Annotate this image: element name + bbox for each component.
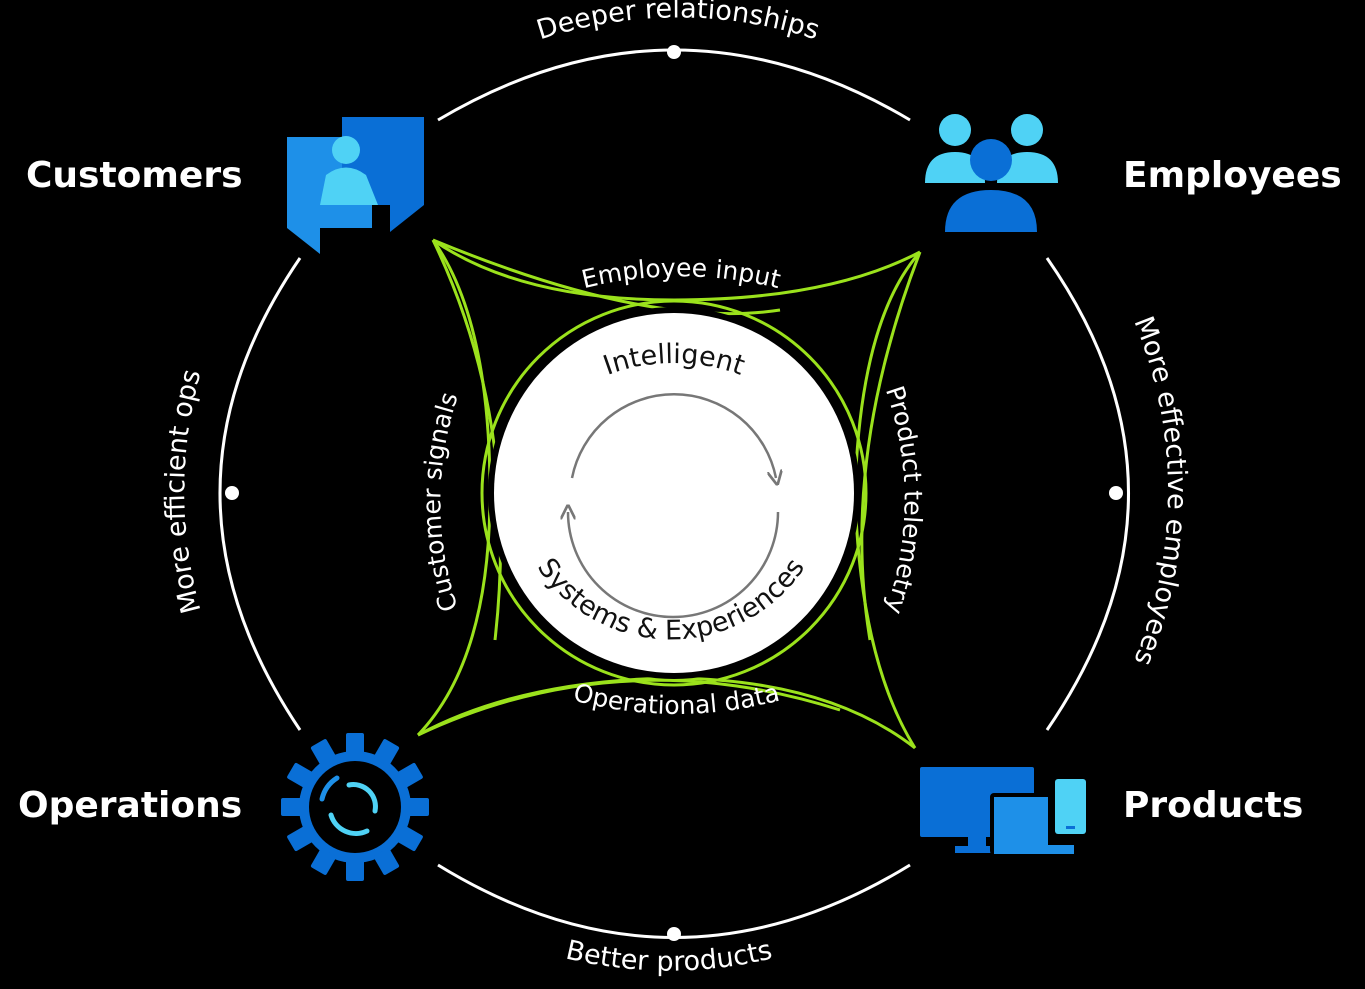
ring-node-right: [1109, 486, 1123, 500]
corner-label-products: Products: [1123, 785, 1303, 826]
outer-label-top: Deeper relationships: [533, 0, 823, 46]
corner-label-customers: Customers: [26, 155, 243, 196]
outer-ring-top-arc: [437, 48, 911, 122]
ring-node-top: [667, 45, 681, 59]
outer-ring-bottom-arc: [437, 863, 911, 939]
link-label-customer-signals: Customer signals: [417, 389, 463, 616]
cycle-arrow-bottom-icon: [568, 512, 780, 619]
corner-label-employees: Employees: [1123, 155, 1342, 196]
ring-node-bottom: [667, 927, 681, 941]
outer-ring-left-arc: [218, 257, 302, 731]
link-label-product-telemetry: Product telemetry: [880, 382, 928, 618]
core-circle: [494, 313, 854, 673]
devices-icon: [920, 767, 1086, 855]
core-halo: [480, 299, 868, 687]
cycle-arrow-top-icon: [570, 393, 776, 478]
link-label-employee-input: Employee input: [579, 253, 784, 294]
gear-icon: [281, 733, 429, 881]
outer-ring-right-arc: [1045, 257, 1130, 731]
link-product-telemetry-inner: [860, 251, 922, 641]
link-operational-data-inner: [417, 678, 841, 737]
inner-links: [416, 238, 922, 750]
outer-label-bottom: Better products: [563, 935, 775, 978]
ring-node-left: [225, 486, 239, 500]
outer-label-left: More efficient ops: [160, 366, 207, 617]
outer-label-right: More effective employees: [1127, 312, 1192, 670]
corner-label-operations: Operations: [18, 785, 242, 826]
people-group-icon: [925, 114, 1058, 232]
chat-bubbles-person-icon: [287, 117, 424, 254]
